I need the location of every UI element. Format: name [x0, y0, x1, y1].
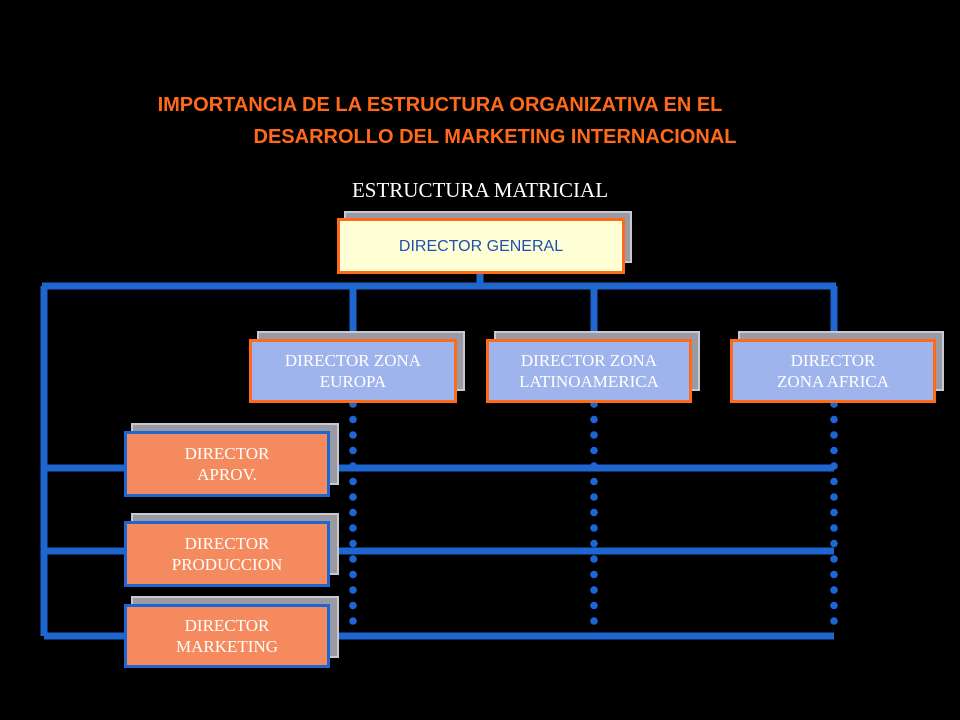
- zone-dot: [349, 508, 357, 517]
- director-general-box: DIRECTOR GENERAL: [337, 218, 625, 274]
- zone-dot: [590, 415, 598, 424]
- zone-dot: [590, 555, 598, 563]
- zone-dot: [349, 539, 357, 548]
- zone-dot: [830, 462, 838, 470]
- zone-box-africa: DIRECTOR ZONA AFRICA: [730, 339, 936, 403]
- zone-dot: [830, 508, 838, 517]
- zone-africa-line2: ZONA AFRICA: [777, 372, 889, 391]
- zone-dot: [830, 446, 838, 455]
- zone-dot: [590, 493, 598, 501]
- zone-dot: [590, 524, 598, 532]
- dotted-zone-lines: [349, 400, 838, 625]
- zone-dot: [349, 446, 357, 455]
- zone-dot: [830, 617, 838, 625]
- title-line-1: IMPORTANCIA DE LA ESTRUCTURA ORGANIZATIV…: [157, 94, 723, 116]
- zone-dot: [349, 477, 357, 486]
- zone-dot: [590, 570, 598, 579]
- function-box-produccion: DIRECTOR PRODUCCION: [124, 521, 330, 587]
- zone-dot: [349, 601, 357, 610]
- zone-dot: [590, 617, 598, 625]
- function-box-marketing: DIRECTOR MARKETING: [124, 604, 330, 668]
- zone-dot: [590, 539, 598, 548]
- zone-dot: [830, 524, 838, 532]
- zone-africa-line1: DIRECTOR: [790, 351, 876, 370]
- function-aprov-line1: DIRECTOR: [184, 444, 270, 463]
- zone-dot: [349, 493, 357, 501]
- zone-dot: [590, 601, 598, 610]
- zone-dot: [349, 524, 357, 532]
- zone-dot: [349, 586, 357, 594]
- function-aprov-line2: APROV.: [197, 465, 257, 484]
- zone-dot: [349, 617, 357, 625]
- zone-dot: [349, 431, 357, 439]
- zone-latam-line2: LATINOAMERICA: [519, 372, 659, 391]
- zone-dot: [349, 462, 357, 470]
- zone-dot: [349, 570, 357, 579]
- zone-box-europa: DIRECTOR ZONA EUROPA: [249, 339, 457, 403]
- zone-dot: [590, 477, 598, 486]
- zone-dot: [590, 446, 598, 455]
- zone-dot: [590, 431, 598, 439]
- diagram-subtitle: ESTRUCTURA MATRICIAL: [351, 178, 609, 202]
- zone-dot: [830, 601, 838, 610]
- zone-dot: [830, 415, 838, 424]
- function-produccion-line1: DIRECTOR: [184, 534, 270, 553]
- director-general-label: DIRECTOR GENERAL: [398, 237, 564, 255]
- zone-latam-line1: DIRECTOR ZONA: [520, 351, 658, 370]
- zone-box-latinoamerica: DIRECTOR ZONA LATINOAMERICA: [486, 339, 692, 403]
- zone-dot: [830, 493, 838, 501]
- zone-dot: [349, 555, 357, 563]
- zone-dot: [830, 570, 838, 579]
- function-produccion-line2: PRODUCCION: [171, 555, 283, 574]
- zone-dot: [830, 477, 838, 486]
- zone-dot: [830, 431, 838, 439]
- zone-dot: [830, 555, 838, 563]
- zone-europa-line1: DIRECTOR ZONA: [284, 351, 422, 370]
- zone-dot: [590, 586, 598, 594]
- function-box-aprov: DIRECTOR APROV.: [124, 431, 330, 497]
- title-line-2: DESARROLLO DEL MARKETING INTERNACIONAL: [253, 126, 737, 148]
- zone-dot: [590, 508, 598, 517]
- zone-dot: [349, 415, 357, 424]
- function-marketing-line2: MARKETING: [176, 637, 278, 656]
- zone-dot: [830, 539, 838, 548]
- zone-europa-line2: EUROPA: [319, 372, 387, 391]
- function-marketing-line1: DIRECTOR: [184, 616, 270, 635]
- zone-dot: [830, 586, 838, 594]
- zone-dot: [590, 462, 598, 470]
